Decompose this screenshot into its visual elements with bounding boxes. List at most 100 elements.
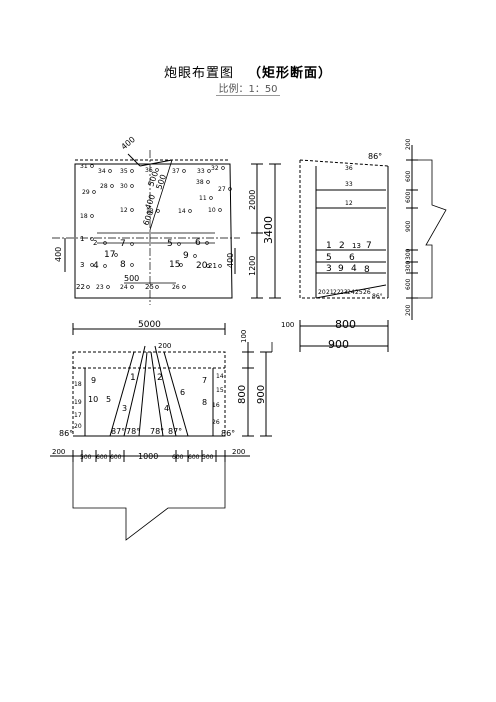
plan-hole-label: 3 bbox=[122, 404, 127, 413]
front-hole-label: 21 bbox=[208, 262, 217, 270]
hole-marker bbox=[193, 254, 197, 258]
front-hole-label: 36 bbox=[145, 167, 153, 174]
hole-marker bbox=[110, 184, 114, 188]
front-hole-label: 25 bbox=[145, 283, 154, 291]
plan-hole-label: 26 bbox=[212, 419, 220, 426]
side-hole-label: 22 bbox=[333, 289, 341, 296]
plan-hole-label: 15 bbox=[216, 387, 224, 394]
hole-marker bbox=[90, 237, 94, 241]
scale-label: 比例：1：50 bbox=[216, 84, 280, 96]
front-hole-label: 23 bbox=[96, 284, 104, 291]
hole-marker bbox=[130, 242, 134, 246]
side-dim-label: 200 bbox=[405, 138, 412, 150]
hole-marker bbox=[103, 264, 107, 268]
side-hole-label: 23 bbox=[340, 289, 348, 296]
front-view-labels: 400 500 400 500 600 400 400 500 2000 120… bbox=[54, 135, 275, 283]
dim-right-1200: 1200 bbox=[248, 256, 257, 276]
side-hole-label: 1 bbox=[326, 241, 332, 251]
front-hole-label: 11 bbox=[199, 195, 207, 202]
hole-marker bbox=[130, 263, 134, 267]
title-sub: （矩形断面） bbox=[248, 66, 333, 81]
hole-marker bbox=[155, 285, 159, 289]
side-hole-label: 3 bbox=[326, 264, 332, 274]
front-hole-label: 1 bbox=[80, 235, 84, 243]
front-hole-label: 20 bbox=[196, 261, 208, 271]
plan-bottom-dim: 500 bbox=[202, 454, 214, 461]
hole-marker bbox=[177, 242, 181, 246]
side-dim-label: 600 bbox=[405, 191, 412, 203]
plan-bottom-dim: 600 bbox=[188, 454, 200, 461]
hole-marker bbox=[155, 168, 159, 172]
side-hole-label: 21 bbox=[326, 289, 334, 296]
side-angle-top: 86° bbox=[368, 152, 382, 161]
dim-top-400: 400 bbox=[120, 135, 137, 152]
side-hole-label: 8 bbox=[364, 265, 370, 275]
hole-marker bbox=[209, 196, 213, 200]
side-dim-label: 900 bbox=[405, 220, 412, 232]
plan-bottom-dim: 600 bbox=[96, 454, 108, 461]
side-view bbox=[299, 145, 447, 352]
side-bottom-800: 800 bbox=[335, 318, 356, 331]
hole-marker bbox=[156, 209, 160, 213]
plan-right-900: 900 bbox=[256, 385, 267, 404]
side-bottom-900: 900 bbox=[328, 338, 349, 351]
title-main: 炮眼布置图 bbox=[163, 66, 234, 81]
hole-marker bbox=[218, 208, 222, 212]
title-block: 炮眼布置图 （矩形断面） 比例：1：50 bbox=[0, 0, 496, 100]
front-hole-label: 6 bbox=[195, 238, 201, 248]
plan-angle-label: 78° bbox=[126, 427, 140, 436]
front-hole-label: 24 bbox=[120, 284, 128, 291]
plan-angle-label: 86° bbox=[59, 429, 73, 438]
front-hole-label: 29 bbox=[82, 189, 90, 196]
plan-hole-label: 9 bbox=[91, 376, 96, 385]
plan-hole-label: 19 bbox=[74, 399, 82, 406]
hole-marker bbox=[103, 241, 107, 245]
front-hole-label: 15 bbox=[169, 260, 180, 270]
hole-marker bbox=[206, 180, 210, 184]
front-hole-label: 30 bbox=[120, 183, 128, 190]
front-hole-label: 5 bbox=[167, 239, 173, 249]
side-view-labels: 86° 86° 100 800 900 bbox=[281, 152, 383, 351]
plan-angle-labels: 86°87°78°78°87°86° bbox=[59, 427, 235, 438]
side-dim-label: 600 bbox=[405, 278, 412, 290]
plan-hole-label: 5 bbox=[106, 395, 111, 404]
plan-hole-label: 14 bbox=[216, 373, 224, 380]
front-hole-label: 4 bbox=[93, 261, 99, 271]
plan-hole-label: 10 bbox=[88, 395, 98, 404]
hole-marker bbox=[90, 164, 94, 168]
hole-marker bbox=[205, 241, 209, 245]
hole-marker bbox=[108, 169, 112, 173]
front-hole-label: 18 bbox=[80, 213, 88, 220]
plan-right-800: 800 bbox=[237, 385, 248, 404]
plan-hole-label: 4 bbox=[164, 404, 169, 413]
hole-marker bbox=[114, 253, 118, 257]
side-hole-label: 4 bbox=[351, 264, 357, 274]
side-hole-label: 26 bbox=[363, 289, 371, 296]
front-hole-label: 35 bbox=[120, 168, 128, 175]
front-hole-label: 7 bbox=[120, 239, 126, 249]
hole-marker bbox=[130, 208, 134, 212]
plan-hole-label: 6 bbox=[180, 388, 185, 397]
side-hole-label: 6 bbox=[349, 253, 355, 263]
hole-marker bbox=[182, 169, 186, 173]
hole-marker bbox=[179, 263, 183, 267]
hole-marker bbox=[90, 214, 94, 218]
plan-top-200: 200 bbox=[158, 342, 171, 350]
front-hole-label: 10 bbox=[208, 207, 216, 214]
hole-marker bbox=[228, 187, 232, 191]
hole-marker bbox=[207, 169, 211, 173]
plan-hole-label: 1 bbox=[130, 373, 136, 383]
front-hole-label: 32 bbox=[211, 165, 219, 172]
hole-marker bbox=[218, 264, 222, 268]
hole-marker bbox=[90, 263, 94, 267]
front-hole-label: 28 bbox=[100, 183, 108, 190]
front-hole-label: 26 bbox=[172, 284, 180, 291]
plan-hole-label: 18 bbox=[74, 381, 82, 388]
side-hole-label: 36 bbox=[345, 165, 353, 172]
front-hole-label: 17 bbox=[104, 250, 115, 260]
plan-hole-label: 2 bbox=[157, 373, 163, 383]
